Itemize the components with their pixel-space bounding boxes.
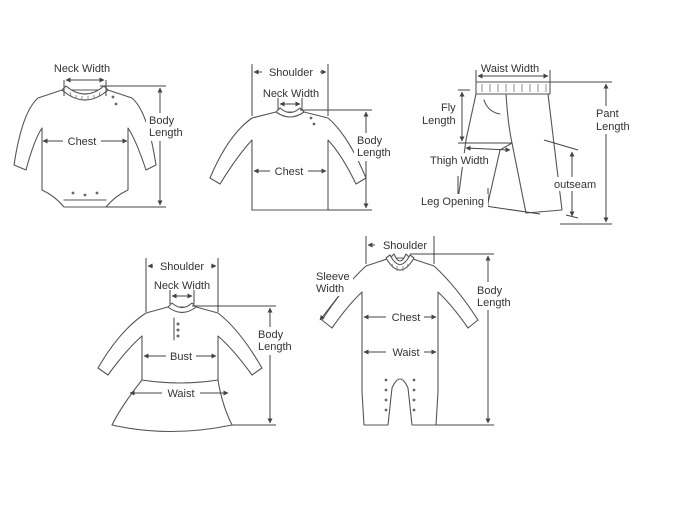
pants-fly-length-label-2: Length xyxy=(422,115,456,127)
dress-collar xyxy=(167,302,197,314)
romper-body-length-label-1: Body xyxy=(477,285,503,297)
romper-body-length-label-2: Length xyxy=(477,297,511,309)
dress-neck-width-label: Neck Width xyxy=(154,280,210,292)
pants-garment xyxy=(457,81,563,214)
dress-shoulder-label: Shoulder xyxy=(160,261,204,273)
pants-fly-length-label-1: Fly xyxy=(441,102,456,114)
pants-dimensions: Waist Width Fly Length Pant Length Thigh… xyxy=(418,63,635,225)
bodysuit-body-length-label-1: Body xyxy=(149,115,175,127)
dress-waist-label: Waist xyxy=(167,388,194,400)
shirt-body-length-label-1: Body xyxy=(357,135,383,147)
dress-dimensions: Shoulder Neck Width Bust Waist Body Leng… xyxy=(129,258,297,426)
shirt-body-length-label-2: Length xyxy=(357,147,391,159)
dress-bust-label: Bust xyxy=(170,351,192,363)
pants-outseam-label: outseam xyxy=(554,179,596,191)
shirt-dimensions: Shoulder Neck Width Chest Body Length xyxy=(251,64,396,211)
dress-body-length-label-1: Body xyxy=(258,329,284,341)
dress-outline xyxy=(97,306,263,433)
pants-waistband xyxy=(475,81,551,95)
romper-chest-label: Chest xyxy=(392,312,421,324)
bodysuit-neck-width-label: Neck Width xyxy=(54,63,110,75)
shirt-collar xyxy=(275,107,305,118)
bodysuit-body-length-label-2: Length xyxy=(149,127,183,139)
romper-dimensions: Shoulder Sleeve Width Chest Waist Body L… xyxy=(313,236,518,426)
romper-sleeve-width-label-1: Sleeve xyxy=(316,271,350,283)
pants-leg-opening-label: Leg Opening xyxy=(421,196,484,208)
shirt-shoulder-label: Shoulder xyxy=(269,67,313,79)
dress-garment xyxy=(97,302,263,433)
romper-sleeve-width-label-2: Width xyxy=(316,283,344,295)
shirt-outline xyxy=(209,111,367,211)
pants-pant-length-label-1: Pant xyxy=(596,108,619,120)
shirt-chest-label: Chest xyxy=(275,166,304,178)
romper-waist-label: Waist xyxy=(392,347,419,359)
dress-body-length-label-2: Length xyxy=(258,341,292,353)
bodysuit-outline xyxy=(13,89,157,208)
shirt-neck-width-label: Neck Width xyxy=(263,88,319,100)
pants-waist-width-label: Waist Width xyxy=(481,63,539,75)
shirt-garment xyxy=(209,107,367,211)
pants-pant-length-label-2: Length xyxy=(596,121,630,133)
bodysuit-chest-label: Chest xyxy=(68,136,97,148)
pants-thigh-width-label: Thigh Width xyxy=(430,155,489,167)
romper-shoulder-label: Shoulder xyxy=(383,240,427,252)
bodysuit-collar xyxy=(61,85,109,101)
bodysuit-dimensions: Neck Width Chest Body Length xyxy=(42,63,186,208)
